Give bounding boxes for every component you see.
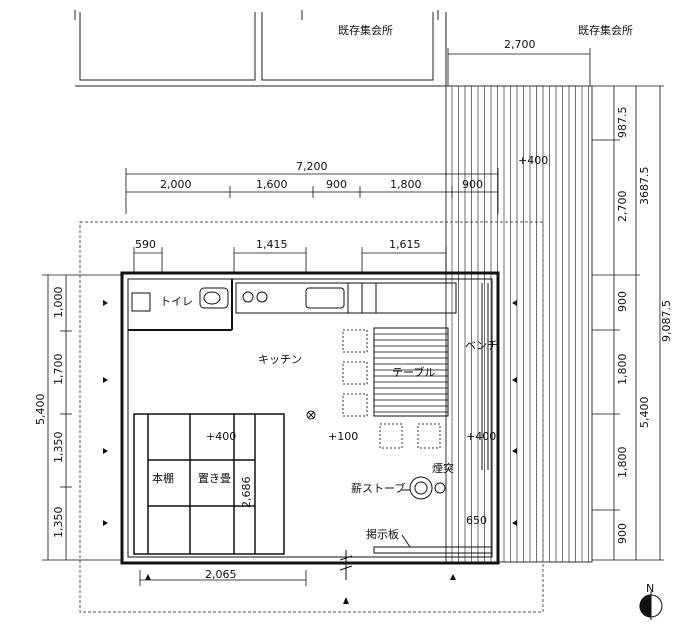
left-total-dim: 5,400	[34, 394, 47, 426]
column-marker	[306, 410, 316, 420]
toilet-walls	[128, 279, 233, 331]
width-segment-dim: 1,800	[390, 178, 422, 191]
north-arrow-icon	[639, 592, 663, 620]
left-segment-dim: 1,350	[52, 507, 65, 539]
left-segment-dim: 1,000	[52, 287, 65, 319]
site-boundary	[79, 221, 544, 613]
right-deck-dim: 987.5	[616, 107, 629, 139]
width-segment-dim: 2,000	[160, 178, 192, 191]
bookshelf-label: 本棚	[152, 471, 174, 485]
notice-board	[373, 534, 493, 554]
right-deck-dim: 3687.5	[638, 167, 651, 206]
notice-board-label: 掲示板	[366, 527, 399, 541]
section-markers	[103, 300, 517, 604]
table-label: テーブル	[392, 365, 435, 379]
chairs	[342, 329, 441, 449]
toilet-fixture	[131, 287, 229, 312]
top-dimension-lines	[125, 48, 591, 586]
window-dim: 1,615	[389, 238, 421, 251]
right-inner-total-dim: 5,400	[638, 397, 651, 429]
right-segment-dim: 1,800	[616, 354, 629, 386]
kitchen-label: キッチン	[258, 353, 302, 366]
bench-level: +400	[466, 430, 496, 443]
stove-label: 薪ストーブ	[351, 481, 405, 495]
right-total-dim: 9,087.5	[660, 300, 673, 342]
kitchen-counter	[235, 282, 457, 314]
toilet-window-dim: 590	[135, 238, 156, 251]
tatami-label: 置き畳	[198, 472, 231, 485]
exterior-walls	[120, 271, 500, 565]
bench	[481, 283, 489, 470]
deck-width-dim: 2,700	[504, 38, 536, 51]
tatami-width-dim: 2,065	[205, 568, 237, 581]
chimney-label: 煙突	[432, 461, 454, 475]
right-deck-dim: 2,700	[616, 191, 629, 223]
right-segment-dim: 900	[616, 523, 629, 544]
left-segment-dim: 1,350	[52, 432, 65, 464]
left-segment-dim: 1,700	[52, 354, 65, 386]
right-dimension-lines	[592, 85, 664, 561]
width-segment-dim: 1,600	[256, 178, 288, 191]
tatami-level: +400	[206, 430, 236, 443]
existing-hall-label: 既存集会所	[338, 23, 393, 37]
width-segment-dim: 900	[326, 178, 347, 191]
existing-building	[74, 10, 447, 87]
width-segment-dim: 900	[462, 178, 483, 191]
toilet-label: トイレ	[160, 295, 193, 308]
floor-level: +100	[328, 430, 358, 443]
north-label: N	[646, 582, 654, 595]
deck-level: +400	[518, 154, 548, 167]
stove-clearance-dim: 650	[466, 514, 487, 527]
right-segment-dim: 1,800	[616, 447, 629, 479]
right-segment-dim: 900	[616, 291, 629, 312]
total-width-dim: 7,200	[296, 160, 328, 173]
left-dimension-lines	[42, 274, 122, 561]
existing-hall-label: 既存集会所	[578, 23, 633, 37]
tatami-area	[133, 413, 285, 555]
tatami-height-dim: 2,686	[240, 477, 253, 509]
window-dim: 1,415	[256, 238, 288, 251]
dining-table	[373, 327, 449, 417]
entrance	[339, 550, 353, 580]
wood-stove	[402, 476, 446, 500]
bench-label: ベンチ	[465, 339, 498, 352]
